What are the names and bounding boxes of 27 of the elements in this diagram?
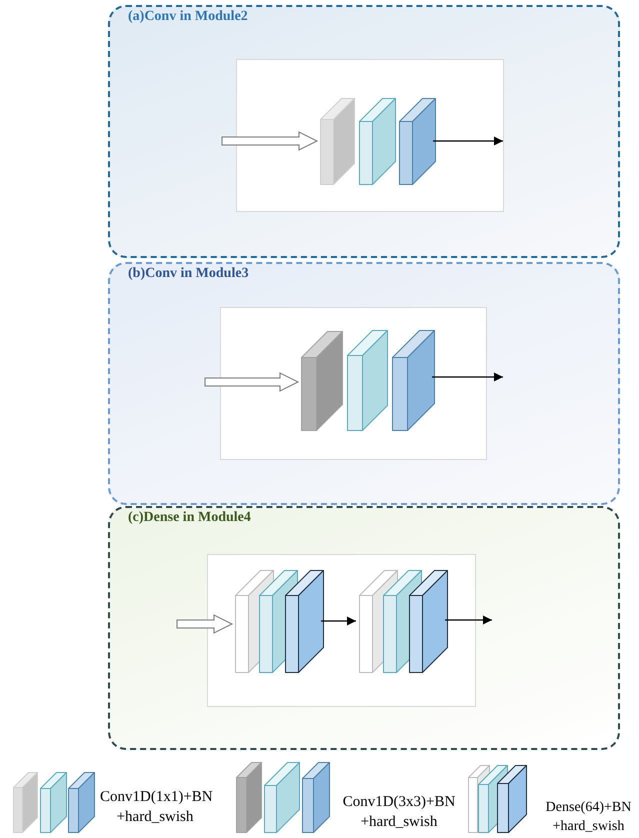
panel-title: (a)Conv in Module2	[128, 9, 248, 25]
legend-text: Conv1D(1x1)+BN +hard_swish	[100, 788, 210, 828]
layer-block	[301, 331, 343, 431]
module-panel	[108, 5, 620, 258]
block-arrow	[204, 372, 300, 392]
legend-text: Conv1D(3x3)+BN +hard_swish	[342, 793, 456, 832]
diagram-frame	[220, 307, 487, 460]
module-panel	[108, 262, 620, 505]
block-arrow	[222, 131, 318, 151]
arrow	[433, 136, 503, 146]
diagram-frame	[236, 59, 504, 212]
arrow	[445, 615, 492, 625]
panel-title: (c)Dense in Module4	[128, 510, 251, 526]
layer-block	[409, 570, 448, 673]
layer-block	[320, 98, 355, 185]
layer-block	[347, 330, 388, 431]
layer-block	[399, 98, 436, 185]
panel-title: (b)Conv in Module3	[128, 266, 249, 282]
block-arrow	[176, 614, 234, 634]
layer-block	[359, 98, 396, 185]
arrow	[321, 616, 356, 626]
legend-text: Dense(64)+BN +hard_swish	[544, 799, 632, 836]
layer-block	[285, 570, 324, 673]
arrow	[432, 372, 503, 382]
layer-block	[392, 330, 435, 431]
module-panel	[108, 506, 620, 750]
diagram-frame	[207, 554, 476, 707]
